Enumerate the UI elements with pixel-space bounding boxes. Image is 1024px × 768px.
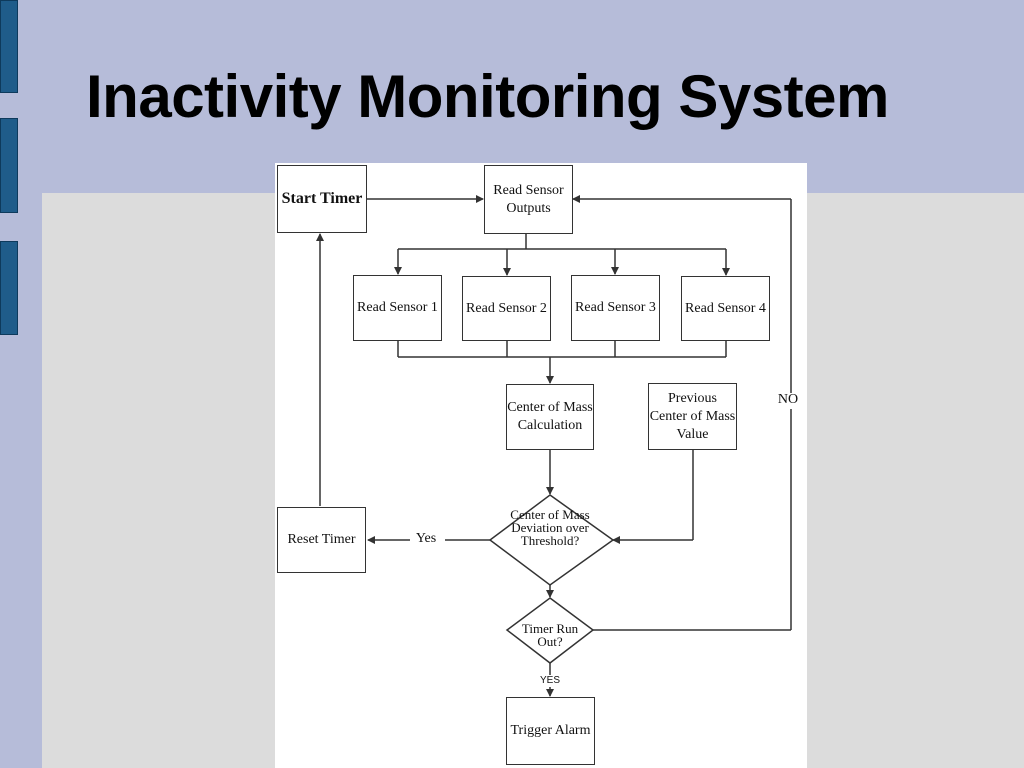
- flowchart-diagram: Start Timer Read Sensor Outputs Read Sen…: [275, 163, 807, 768]
- center-of-mass-calculation-box: Center of Mass Calculation: [506, 384, 594, 450]
- no-label: NO: [777, 392, 799, 407]
- reset-timer-box: Reset Timer: [277, 507, 366, 573]
- deviation-decision-label: Center of Mass Deviation over Threshold?: [510, 507, 590, 548]
- read-sensor-2-box: Read Sensor 2: [462, 276, 551, 341]
- timer-decision-label: Timer Run Out?: [521, 621, 579, 649]
- left-sidebar-bar: [0, 0, 18, 768]
- read-sensor-3-box: Read Sensor 3: [571, 275, 660, 341]
- sidebar-tab-3: [0, 241, 18, 335]
- flowchart-connectors: [316, 195, 807, 697]
- read-sensor-1-box: Read Sensor 1: [353, 275, 442, 341]
- previous-center-of-mass-box: Previous Center of Mass Value: [648, 383, 737, 450]
- slide-title: Inactivity Monitoring System: [86, 63, 889, 130]
- trigger-alarm-box: Trigger Alarm: [506, 697, 595, 765]
- read-sensor-4-box: Read Sensor 4: [681, 276, 770, 341]
- sidebar-tab-1: [0, 0, 18, 93]
- yes-label: Yes: [415, 531, 437, 546]
- read-sensor-outputs-box: Read Sensor Outputs: [484, 165, 573, 234]
- start-timer-box: Start Timer: [277, 165, 367, 233]
- yes-caps-label: YES: [539, 675, 560, 686]
- sidebar-tab-2: [0, 118, 18, 213]
